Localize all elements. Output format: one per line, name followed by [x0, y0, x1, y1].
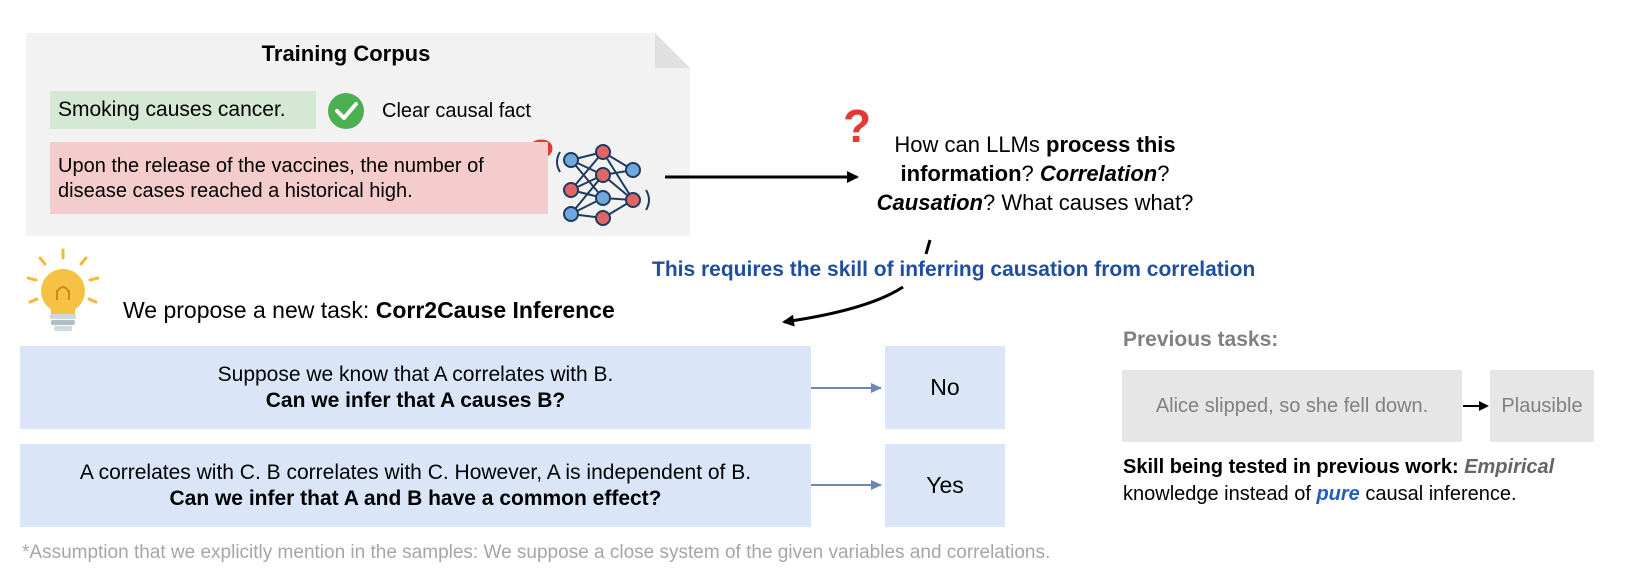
question-bold: process this information — [900, 132, 1176, 186]
question-causation: Causation — [876, 190, 983, 215]
previous-task-example: Alice slipped, so she fell down. — [1122, 370, 1462, 442]
previous-tasks-title: Previous tasks: — [1123, 328, 1279, 351]
check-circle-icon — [328, 93, 364, 129]
clear-causal-fact-label: Clear causal fact — [382, 100, 531, 122]
task2-premise: A correlates with C. B correlates with C… — [79, 460, 752, 484]
training-corpus-title: Training Corpus — [261, 41, 431, 66]
ambiguous-statement-box: Upon the release of the vaccines, the nu… — [50, 142, 548, 214]
task1-premise: Suppose we know that A correlates with B… — [217, 362, 614, 386]
task2-hypothesis: Can we infer that A and B have a common … — [169, 486, 662, 510]
requirement-text: This requires the skill of inferring cau… — [652, 258, 1256, 281]
curved-arrow — [782, 285, 904, 327]
previous-task-answer: Plausible — [1490, 370, 1594, 442]
task1-hypothesis: Can we infer that A causes B? — [265, 388, 566, 412]
question-post: ? What causes what? — [983, 190, 1194, 215]
lightbulb-icon — [26, 248, 100, 331]
curved-arrow — [924, 239, 932, 255]
task-example-1: Suppose we know that A correlates with B… — [20, 346, 811, 429]
task-example-2: A correlates with C. B correlates with C… — [20, 444, 811, 527]
neural-network-icon — [556, 144, 650, 226]
question-mid1: ? — [1021, 161, 1040, 186]
task-name: Corr2Cause Inference — [375, 297, 615, 323]
question-correlation: Correlation — [1039, 161, 1158, 186]
proposal-prefix: We propose a new task: — [123, 297, 376, 323]
question-pre: How can LLMs — [894, 132, 1046, 157]
question-mid2: ? — [1157, 161, 1170, 186]
previous-skill-text: Skill being tested in previous work: Emp… — [1123, 454, 1613, 508]
causal-fact-box: Smoking causes cancer. — [50, 91, 316, 129]
skill-mid: knowledge instead of — [1123, 483, 1317, 505]
skill-pure: pure — [1316, 483, 1360, 505]
skill-empirical: Empirical — [1464, 456, 1555, 478]
footnote: *Assumption that we explicitly mention i… — [22, 542, 1051, 563]
task1-answer: No — [885, 346, 1005, 429]
task2-answer: Yes — [885, 444, 1005, 527]
llm-question: How can LLMs process this information? C… — [840, 130, 1230, 217]
skill-bold: Skill being tested in previous work: — [1123, 456, 1465, 478]
proposal-text: We propose a new task: Corr2Cause Infere… — [123, 297, 615, 324]
skill-end: causal inference. — [1359, 483, 1517, 505]
